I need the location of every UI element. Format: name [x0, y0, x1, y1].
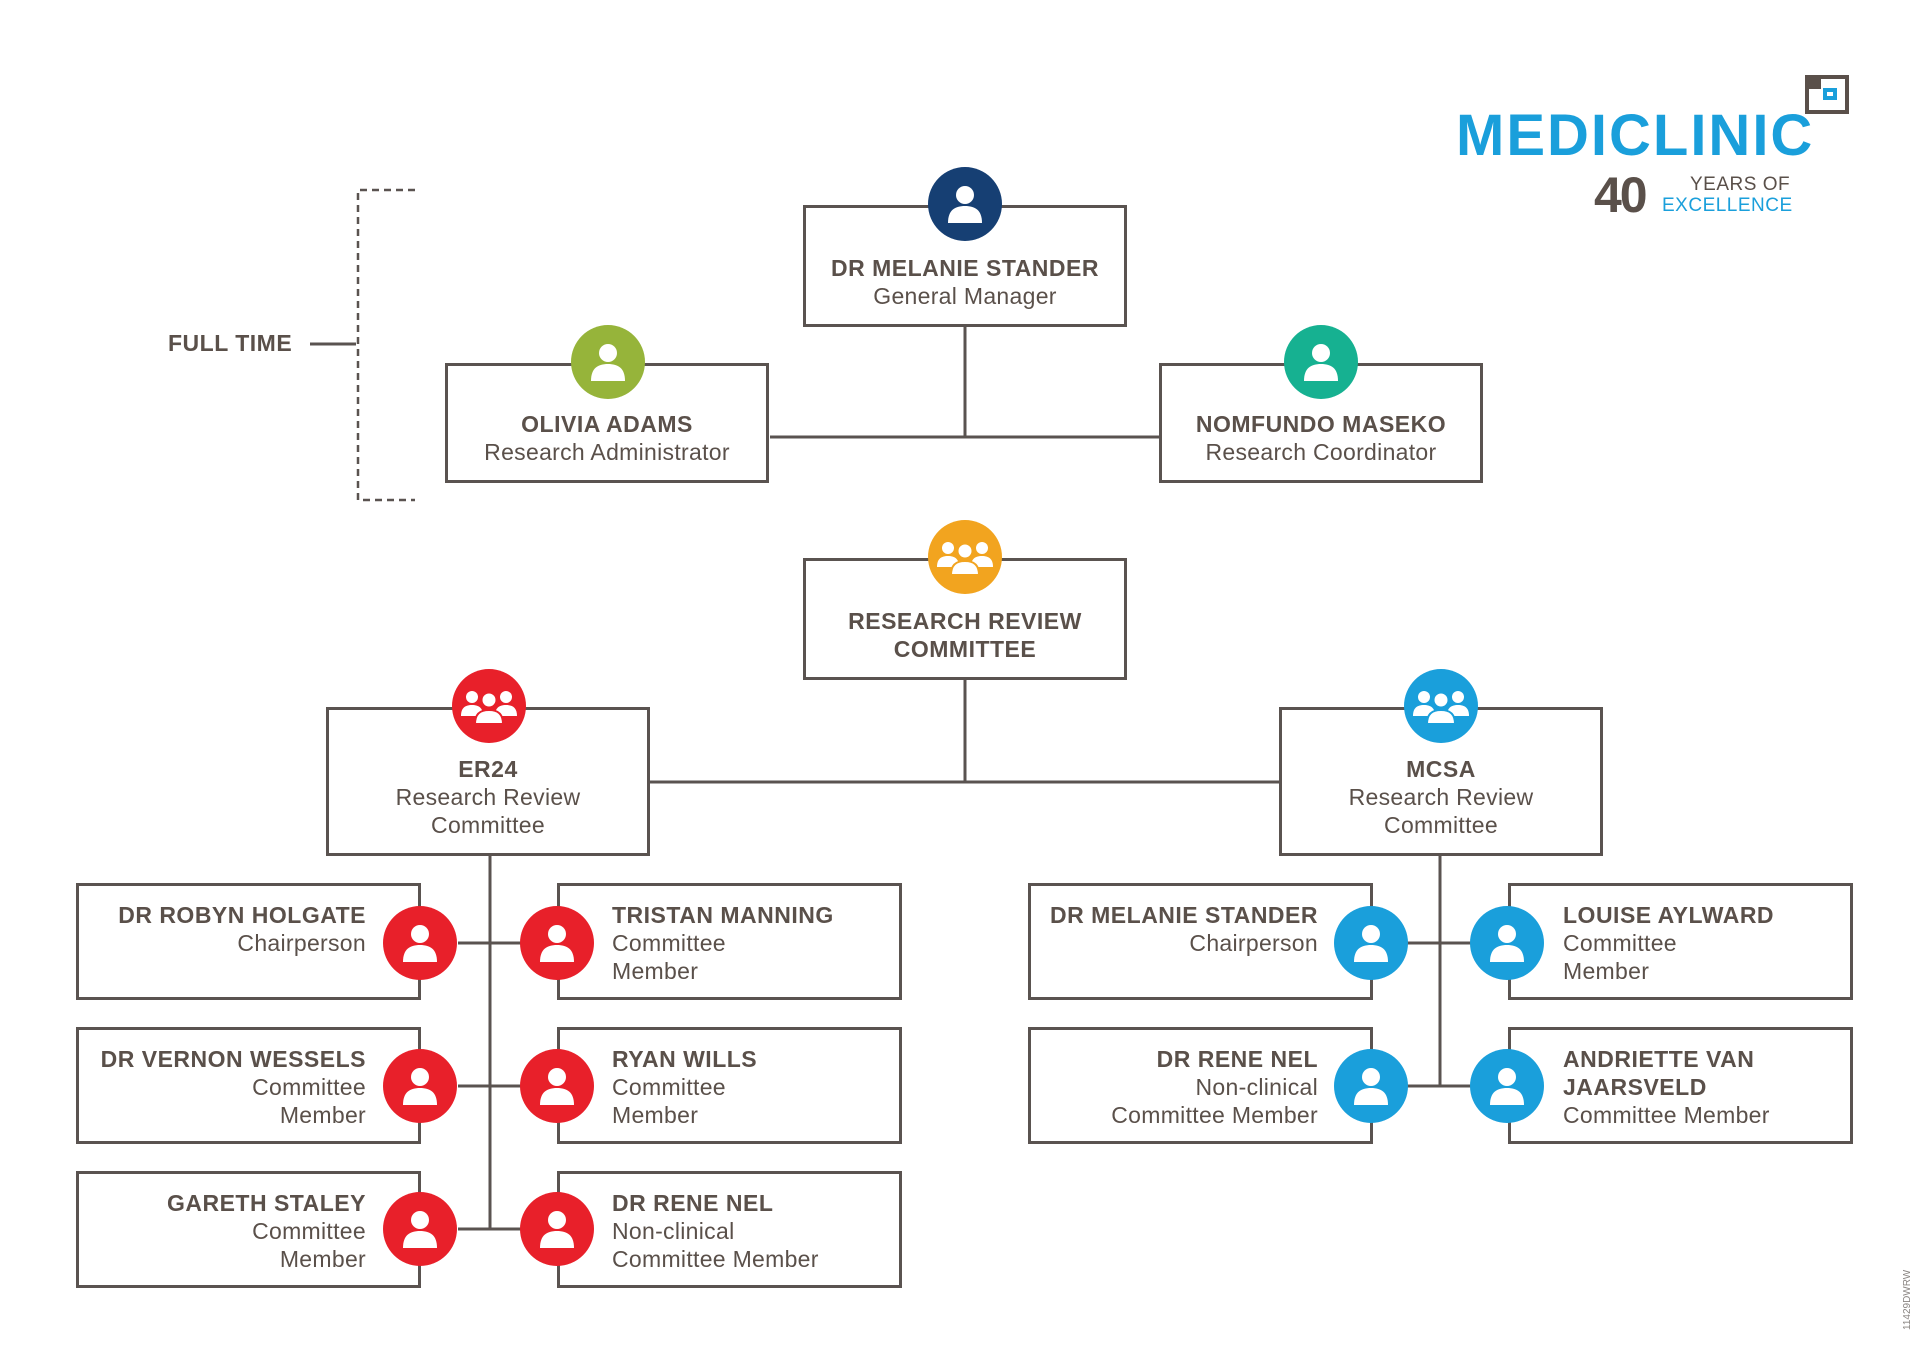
person-icon: [571, 325, 645, 399]
member-card: LOUISE AYLWARD Committee Member: [1508, 883, 1853, 1000]
member-role: Committee Member: [1563, 1102, 1770, 1128]
member-name-line2: JAARSVELD: [1563, 1074, 1707, 1100]
brand-name: MEDICLINIC: [1456, 103, 1815, 168]
member-card: ANDRIETTE VAN JAARSVELD Committee Member: [1508, 1027, 1853, 1144]
member-role: Committee: [612, 1074, 726, 1100]
er24-name: ER24: [458, 756, 518, 782]
member-role: Non-clinical: [1195, 1074, 1318, 1100]
member-name: ANDRIETTE VAN: [1563, 1046, 1755, 1072]
coordinator-name: NOMFUNDO MASEKO: [1195, 411, 1447, 437]
member-card: DR ROBYN HOLGATE Chairperson: [76, 883, 421, 1000]
person-icon: [1334, 1049, 1408, 1123]
member-name: RYAN WILLS: [612, 1046, 758, 1072]
full-time-label: FULL TIME: [168, 330, 293, 356]
er24-role-line1: Research Review: [395, 784, 581, 810]
document-code: 11429DWRW: [1902, 1269, 1913, 1330]
member-name: DR ROBYN HOLGATE: [118, 902, 366, 928]
coordinator-role: Research Coordinator: [1205, 439, 1437, 465]
member-role-line2: Member: [612, 1102, 699, 1128]
person-icon: [1284, 325, 1358, 399]
general-manager-role: General Manager: [873, 283, 1057, 309]
person-icon: [928, 167, 1002, 241]
member-card: GARETH STALEY Committee Member: [76, 1171, 421, 1288]
group-icon: [928, 520, 1002, 594]
member-card: DR VERNON WESSELS Committee Member: [76, 1027, 421, 1144]
anniversary-line1: YEARS OF: [1690, 174, 1791, 195]
admin-name: OLIVIA ADAMS: [521, 411, 693, 437]
member-role-line2: Member: [279, 1102, 366, 1128]
person-icon: [520, 906, 594, 980]
member-role: Committee: [1563, 930, 1677, 956]
mcsa-name: MCSA: [1406, 756, 1476, 782]
member-role: Committee: [612, 930, 726, 956]
person-icon: [1334, 906, 1408, 980]
mediclinic-logo-mark-icon: [1805, 75, 1853, 120]
member-role: Committee: [252, 1074, 366, 1100]
admin-role: Research Administrator: [484, 439, 730, 465]
member-card: TRISTAN MANNING Committee Member: [557, 883, 902, 1000]
person-icon: [520, 1192, 594, 1266]
member-card: DR MELANIE STANDER Chairperson: [1028, 883, 1373, 1000]
person-icon: [383, 1192, 457, 1266]
member-role: Chairperson: [237, 930, 366, 956]
mcsa-role-line2: Committee: [1384, 812, 1498, 838]
group-icon: [452, 669, 526, 743]
general-manager-box: DR MELANIE STANDER General Manager: [803, 205, 1127, 327]
anniversary-line2: EXCELLENCE: [1662, 195, 1793, 216]
member-name: TRISTAN MANNING: [612, 902, 834, 928]
member-card: DR RENE NEL Non-clinical Committee Membe…: [557, 1171, 902, 1288]
person-icon: [383, 906, 457, 980]
member-name: DR VERNON WESSELS: [100, 1046, 366, 1072]
member-name: DR RENE NEL: [612, 1190, 774, 1216]
committee-title-line1: RESEARCH REVIEW: [848, 608, 1082, 634]
person-icon: [1470, 906, 1544, 980]
member-role: Chairperson: [1189, 930, 1318, 956]
person-icon: [383, 1049, 457, 1123]
group-icon: [1404, 669, 1478, 743]
mcsa-role-line1: Research Review: [1348, 784, 1534, 810]
member-role-line2: Committee Member: [612, 1246, 819, 1272]
member-role: Committee: [252, 1218, 366, 1244]
person-icon: [520, 1049, 594, 1123]
member-name: GARETH STALEY: [166, 1190, 366, 1216]
general-manager-name: DR MELANIE STANDER: [831, 255, 1099, 281]
member-role-line2: Member: [612, 958, 699, 984]
member-card: RYAN WILLS Committee Member: [557, 1027, 902, 1144]
member-role-line2: Committee Member: [1111, 1102, 1318, 1128]
member-role-line2: Member: [279, 1246, 366, 1272]
person-icon: [1470, 1049, 1544, 1123]
member-role-line2: Member: [1563, 958, 1650, 984]
committee-title-line2: COMMITTEE: [893, 636, 1037, 662]
member-card: DR RENE NEL Non-clinical Committee Membe…: [1028, 1027, 1373, 1144]
member-role: Non-clinical: [612, 1218, 735, 1244]
member-name: LOUISE AYLWARD: [1563, 902, 1775, 928]
er24-role-line2: Committee: [431, 812, 545, 838]
member-name: DR RENE NEL: [1156, 1046, 1318, 1072]
member-name: DR MELANIE STANDER: [1050, 902, 1318, 928]
anniversary-number: 40: [1594, 167, 1648, 223]
